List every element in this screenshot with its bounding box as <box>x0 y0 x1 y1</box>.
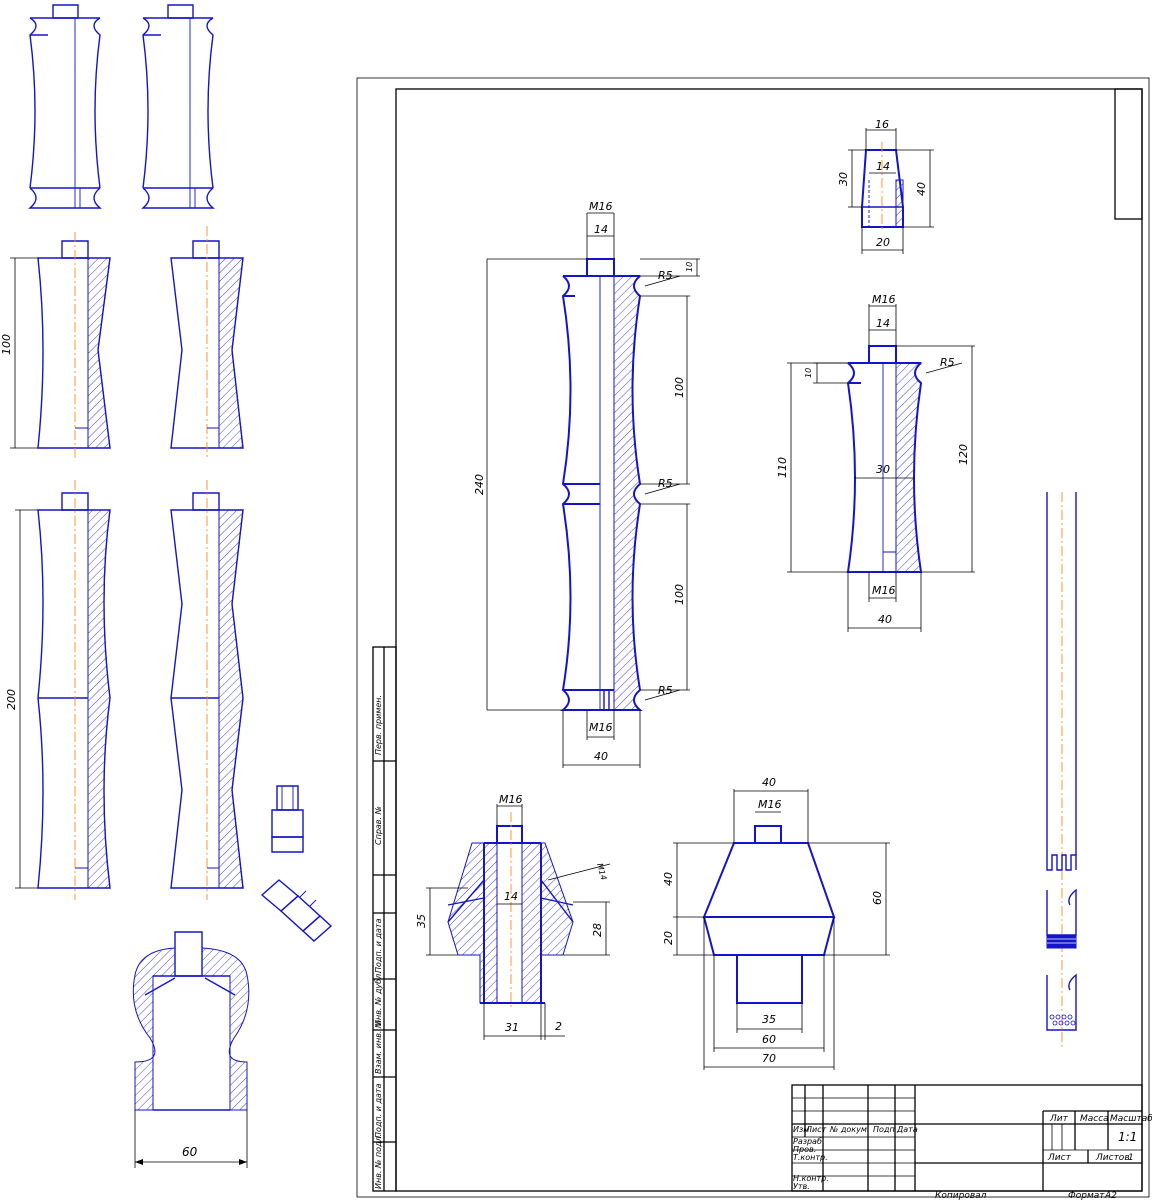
dim-main-100-lower: 100 <box>673 584 686 605</box>
dim-main-100-upper: 100 <box>673 377 686 398</box>
sketch-small-part-tilted <box>260 879 333 942</box>
left-sketch-area: 100 200 <box>0 4 333 1168</box>
part-leg: M16 14 R5 10 110 120 30 M16 40 <box>776 293 975 632</box>
dim-leg-m16-top: M16 <box>872 293 896 306</box>
dim-foot-70: 70 <box>762 1052 776 1065</box>
stamp-vzam-inv: Взам. инв. № <box>374 1020 383 1074</box>
sketch-long-column-2 <box>170 480 244 900</box>
dim-cap-40: 40 <box>915 182 928 196</box>
tb-izm: Изм <box>793 1125 809 1134</box>
dim-foot-20: 20 <box>662 931 675 945</box>
tb-podp: Подп <box>873 1125 895 1134</box>
dim-main-m16-bottom: M16 <box>589 721 613 734</box>
title-block: Изм Лист № докум. Подп Дата Разраб. Пров… <box>791 1084 1152 1200</box>
dim-leg-10: 10 <box>804 368 813 378</box>
tb-list: Лист <box>805 1125 827 1134</box>
dim-main-r5-top: R5 <box>658 269 673 282</box>
tb-kopiroval: Копировал <box>935 1191 987 1200</box>
sheet-frame <box>356 77 1150 1198</box>
sketch-short-column-2 <box>170 226 244 460</box>
dim-bell-31: 31 <box>505 1021 519 1034</box>
tb-listov: Листов <box>1095 1153 1130 1163</box>
tb-prov: Пров. <box>793 1145 816 1154</box>
part-cap: 16 14 30 40 20 <box>837 118 934 254</box>
dim-cap-20: 20 <box>876 236 890 249</box>
tb-scale-value: 1:1 <box>1118 1130 1137 1144</box>
dim-cap-30: 30 <box>837 172 850 186</box>
dim-left-60: 60 <box>182 1145 198 1159</box>
dim-foot-40-side: 40 <box>662 872 675 886</box>
sketch-vase-section: 60 <box>132 931 250 1168</box>
side-stamp: Перв. примен. Справ. № Подп. и дата Инв.… <box>372 646 397 1192</box>
dim-foot-m16: M16 <box>758 798 782 811</box>
dim-foot-60: 60 <box>762 1033 776 1046</box>
part-main-column: M16 14 10 R5 240 100 R5 100 R5 M16 40 <box>473 200 700 768</box>
dim-leg-m16-bottom: M16 <box>872 584 896 597</box>
dim-bell-28: 28 <box>591 923 604 937</box>
sketch-short-column-1: 100 <box>0 232 111 460</box>
dim-bell-m14: M14 <box>595 862 608 881</box>
stamp-inv-podl: Инв. № подл. <box>374 1134 383 1189</box>
dim-leg-120: 120 <box>957 444 970 465</box>
dim-main-14: 14 <box>594 223 608 236</box>
tb-utv: Утв. <box>793 1182 810 1191</box>
tb-format: Формат <box>1068 1191 1105 1200</box>
stamp-podp-data-2: Подп. и дата <box>374 1083 383 1138</box>
dim-main-r5-bottom: R5 <box>658 684 673 697</box>
dim-leg-110: 110 <box>776 457 789 478</box>
tb-data: Дата <box>896 1125 918 1134</box>
stamp-podp-data-1: Подп. и дата <box>374 918 383 973</box>
tb-no-dokum: № докум. <box>829 1125 869 1134</box>
tb-massa: Масса <box>1080 1114 1109 1124</box>
dim-main-m16-top: M16 <box>589 200 613 213</box>
tb-listov-value: 1 <box>1128 1153 1134 1163</box>
dim-cap-16: 16 <box>875 118 889 131</box>
sketch-column-profile-1 <box>28 4 102 209</box>
stamp-perv-primen: Перв. примен. <box>374 695 383 755</box>
dim-foot-40: 40 <box>762 776 776 789</box>
dim-left-200: 200 <box>5 689 18 710</box>
dim-cap-14: 14 <box>876 160 890 173</box>
stamp-inv-dubl: Инв. № дубл. <box>374 971 383 1026</box>
tb-n-kontr: Н.контр. <box>793 1174 829 1183</box>
dim-leg-r5: R5 <box>940 356 955 369</box>
sketch-long-column-1: 200 <box>5 480 111 900</box>
dim-main-40: 40 <box>594 750 608 763</box>
dim-bell-14: 14 <box>504 890 518 903</box>
dim-bell-35: 35 <box>415 914 428 928</box>
tb-masshtab: Масштаб <box>1110 1114 1152 1124</box>
dim-leg-14: 14 <box>876 317 890 330</box>
part-bell-section: M16 14 M14 35 28 31 2 <box>415 793 611 1040</box>
tb-list-bottom: Лист <box>1047 1153 1072 1163</box>
part-comb-tool <box>1046 492 1077 1050</box>
tb-format-value: A2 <box>1104 1191 1117 1200</box>
dim-bell-2: 2 <box>555 1020 562 1033</box>
sketch-column-profile-2 <box>141 4 215 209</box>
dim-bell-m16: M16 <box>499 793 523 806</box>
dim-leg-40: 40 <box>878 613 892 626</box>
dim-foot-60-side: 60 <box>871 891 884 905</box>
tb-lit: Лит <box>1049 1114 1069 1124</box>
tb-razrab: Разраб. <box>793 1137 824 1146</box>
tb-t-kontr: Т.контр. <box>793 1153 828 1162</box>
sketch-small-part-upright <box>271 785 304 853</box>
stamp-sprav-no: Справ. № <box>374 806 383 845</box>
dim-left-100: 100 <box>0 334 13 355</box>
dim-main-r5-mid: R5 <box>658 477 673 490</box>
part-foot: 40 M16 40 20 60 35 60 70 <box>662 776 890 1070</box>
dim-foot-35: 35 <box>762 1013 776 1026</box>
dim-main-240: 240 <box>473 474 486 495</box>
dim-leg-30: 30 <box>876 463 890 476</box>
dim-main-10: 10 <box>685 262 694 272</box>
